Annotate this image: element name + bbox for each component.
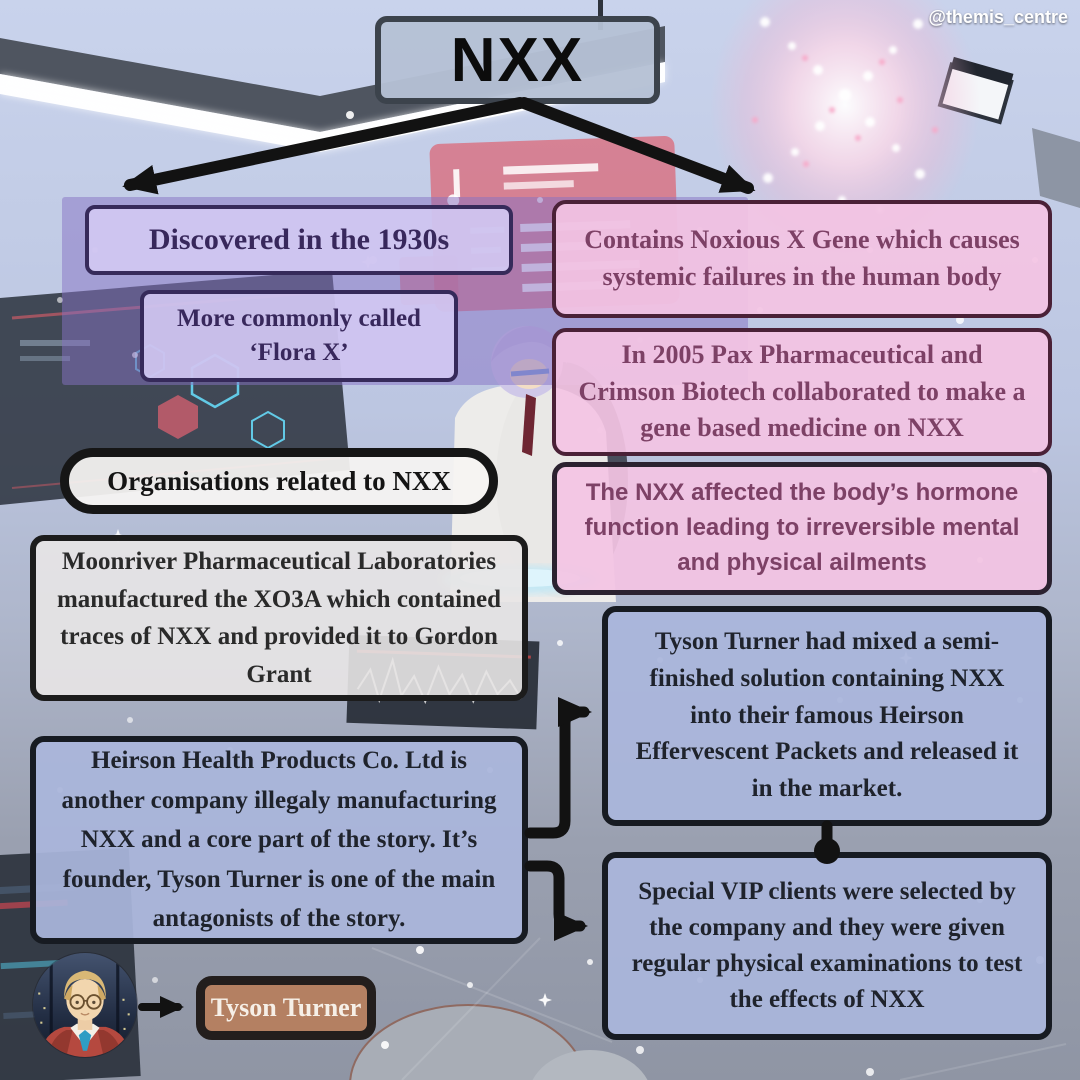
organisations-header-label: Organisations related to NXX bbox=[107, 465, 451, 496]
gene-box: Contains Noxious X Gene which causes sys… bbox=[552, 200, 1052, 318]
hormone-box: The NXX affected the body’s hormone func… bbox=[552, 462, 1052, 595]
hormone-text: The NXX affected the body’s hormone func… bbox=[584, 479, 1020, 576]
vip-text: Special VIP clients were selected by the… bbox=[631, 877, 1023, 1014]
vip-box: Special VIP clients were selected by the… bbox=[602, 852, 1052, 1040]
packets-text: Tyson Turner had mixed a semi-finished s… bbox=[635, 628, 1019, 803]
organisations-header-pill: Organisations related to NXX bbox=[60, 448, 498, 514]
alias-box: More commonly called ‘Flora X’ bbox=[140, 290, 458, 382]
collab-text: In 2005 Pax Pharmaceutical and Crimson B… bbox=[578, 339, 1026, 443]
founder-avatar bbox=[33, 953, 137, 1057]
collab-box: In 2005 Pax Pharmaceutical and Crimson B… bbox=[552, 328, 1052, 456]
founder-label: Tyson Turner bbox=[210, 993, 362, 1022]
floor bbox=[349, 937, 1067, 1080]
moonriver-text: Moonriver Pharmaceutical Laboratories ma… bbox=[56, 548, 501, 688]
packets-box: Tyson Turner had mixed a semi-finished s… bbox=[602, 606, 1052, 826]
discovered-label: Discovered in the 1930s bbox=[148, 223, 450, 256]
watermark-label: @themis_centre bbox=[928, 7, 1068, 27]
title-label: NXX bbox=[450, 25, 585, 95]
moonriver-box: Moonriver Pharmaceutical Laboratories ma… bbox=[30, 535, 528, 701]
founder-label-box: Tyson Turner bbox=[196, 976, 376, 1040]
title-box: NXX bbox=[375, 16, 660, 104]
heirson-text: Heirson Health Products Co. Ltd is anoth… bbox=[61, 747, 497, 933]
dna-strand-icon bbox=[710, 0, 980, 255]
gene-text: Contains Noxious X Gene which causes sys… bbox=[584, 225, 1020, 291]
alias-label: More commonly called ‘Flora X’ bbox=[177, 305, 421, 366]
founder-portrait-icon bbox=[33, 953, 137, 1057]
discovered-box: Discovered in the 1930s bbox=[85, 205, 513, 275]
heirson-box: Heirson Health Products Co. Ltd is anoth… bbox=[30, 736, 528, 944]
